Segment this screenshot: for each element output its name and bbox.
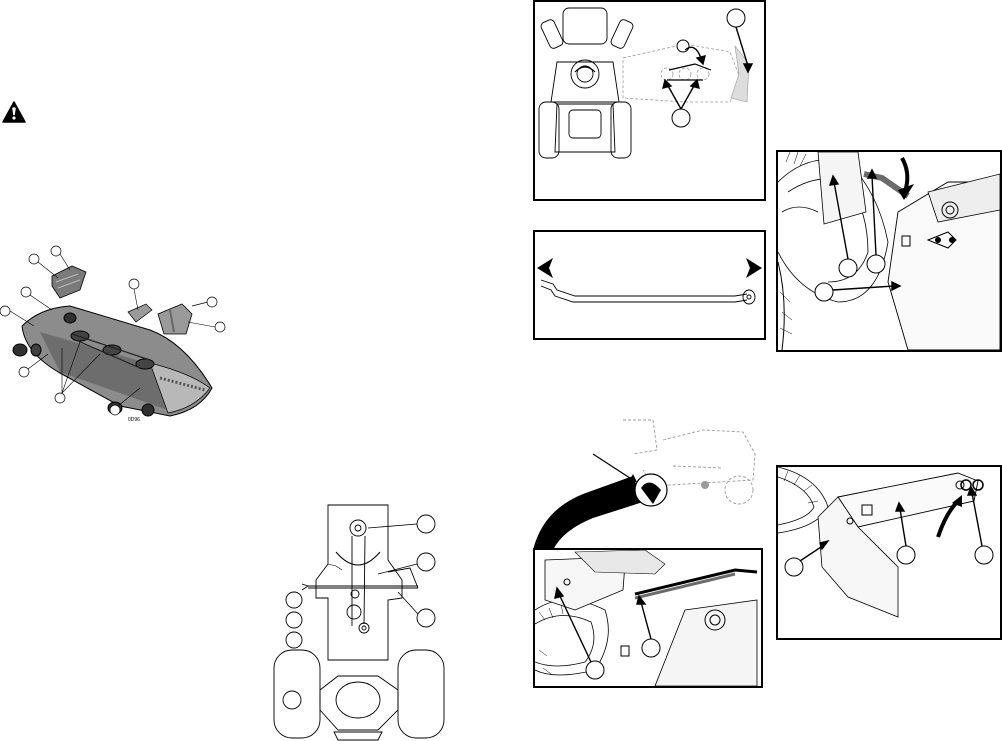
belt-routing-figure (268, 500, 448, 741)
tractor-side-view (533, 410, 763, 550)
deck-link-detail-panel (533, 548, 763, 688)
warning-triangle-icon (2, 101, 26, 123)
deck-lift-arm-panel (776, 150, 1002, 352)
mower-deck-exploded-figure: 0D96 (0, 238, 232, 428)
tractor-top-view-panel (533, 0, 766, 201)
deck-part-code: 0D96 (128, 417, 140, 423)
deck-rod-panel (533, 230, 766, 340)
deck-link-panel (776, 465, 1002, 640)
